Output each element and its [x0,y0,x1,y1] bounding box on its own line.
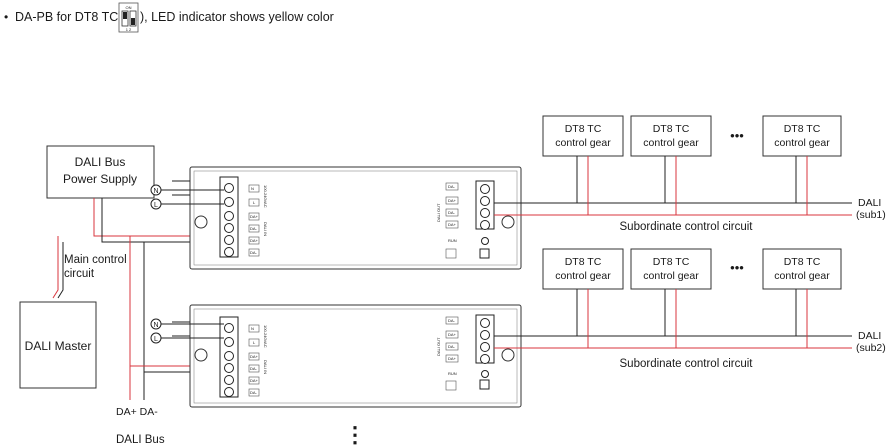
svg-text:L: L [253,200,256,205]
svg-text:100-240VAC: 100-240VAC [263,325,268,348]
svg-text:DALI IN: DALI IN [263,222,268,236]
svg-text:N: N [153,188,158,195]
svg-text:DA+: DA+ [448,198,457,203]
svg-text:DA-: DA- [448,344,456,349]
ac-live-symbol-1: L [150,198,162,210]
ac-neutral-symbol-2: N [150,318,162,330]
svg-text:DALI OUT: DALI OUT [436,203,441,222]
dali-master-label: DALI Master [25,339,92,353]
svg-text:control gear: control gear [555,270,611,282]
svg-text:control gear: control gear [643,270,699,282]
svg-text:control gear: control gear [555,137,611,149]
svg-text:N: N [251,326,254,331]
dali-master-box [19,301,97,389]
svg-text:DA-: DA- [250,226,258,231]
svg-text:DA-: DA- [250,390,258,395]
svg-text:DA-: DA- [250,250,258,255]
gear-ellipsis-row1: ••• [730,128,744,143]
dali-line-label-1: DALI [858,197,881,209]
power-supply-line2: Power Supply [63,172,137,186]
svg-text:100-240VAC: 100-240VAC [263,185,268,208]
control-gear-row1-1: DT8 TC control gear [542,115,624,215]
control-gear-row2-2: DT8 TC control gear [630,248,712,348]
svg-text:DT8 TC: DT8 TC [653,123,690,135]
svg-text:ON: ON [126,5,132,10]
svg-text:DA+: DA+ [448,222,457,227]
driver-2: N L DA+ DA- DA+ DA- 100-240VAC DALI IN D… [172,304,522,408]
svg-text:L: L [253,340,256,345]
header-bullet: • [4,10,8,24]
control-gear-row2-1: DT8 TC control gear [542,248,624,348]
svg-text:DT8 TC: DT8 TC [784,123,821,135]
subordinate-bus-2 [494,335,852,349]
subordinate-circuit-label-2: Subordinate control circuit [620,358,754,370]
sub1-label: (sub1) [856,209,886,221]
svg-text:control gear: control gear [774,270,830,282]
driver-1: N L DA+ DA- DA+ DA- 100-240VAC DALI IN D… [172,166,522,270]
svg-text:DALI OUT: DALI OUT [436,337,441,356]
svg-text:DA+: DA+ [448,356,457,361]
svg-text:DT8 TC: DT8 TC [565,123,602,135]
svg-text:N: N [251,186,254,191]
svg-text:control gear: control gear [774,137,830,149]
svg-text:DA-: DA- [448,210,456,215]
ac-neutral-symbol-1: N [150,184,162,196]
svg-text:DA+: DA+ [250,354,259,359]
subordinate-bus-1 [494,202,852,216]
svg-text:N: N [153,322,158,329]
power-supply-box [46,145,155,199]
gear-ellipsis-row2: ••• [730,260,744,275]
svg-text:DALI IN: DALI IN [263,360,268,374]
dip-switch-icon: ON 1 2 [118,2,139,33]
svg-text:DA+: DA+ [448,332,457,337]
subordinate-circuit-label-1: Subordinate control circuit [620,221,754,233]
svg-text:L: L [154,202,158,209]
sub2-label: (sub2) [856,342,886,354]
dali-bus-label: DALI Bus [116,434,165,446]
more-drivers-ellipsis: ⋮ [344,422,366,447]
header-text-after: ), LED indicator shows yellow color [140,10,334,24]
svg-text:DA+: DA+ [250,378,259,383]
svg-text:DA+: DA+ [250,214,259,219]
svg-text:DA-: DA- [448,184,456,189]
main-circuit-line2: circuit [64,268,95,280]
svg-text:DA-: DA- [250,366,258,371]
svg-text:1 2: 1 2 [126,27,132,32]
svg-text:DT8 TC: DT8 TC [653,256,690,268]
svg-text:L: L [154,336,158,343]
dali-line-label-2: DALI [858,330,881,342]
bus-terminals-label: DA+ DA- [116,406,158,418]
control-gear-row2-3: DT8 TC control gear [762,248,842,348]
svg-text:DT8 TC: DT8 TC [784,256,821,268]
svg-text:DT8 TC: DT8 TC [565,256,602,268]
main-circuit-line1: Main control [64,254,127,266]
header-text-before: DA-PB for DT8 TC( [15,10,123,24]
svg-text:control gear: control gear [643,137,699,149]
power-supply-line1: DALI Bus [75,155,126,169]
control-gear-row1-2: DT8 TC control gear [630,115,712,215]
svg-text:RUN: RUN [448,238,457,243]
ac-live-symbol-2: L [150,332,162,344]
svg-text:DA-: DA- [448,318,456,323]
svg-text:RUN: RUN [448,371,457,376]
control-gear-row1-3: DT8 TC control gear [762,115,842,215]
svg-text:DA+: DA+ [250,238,259,243]
